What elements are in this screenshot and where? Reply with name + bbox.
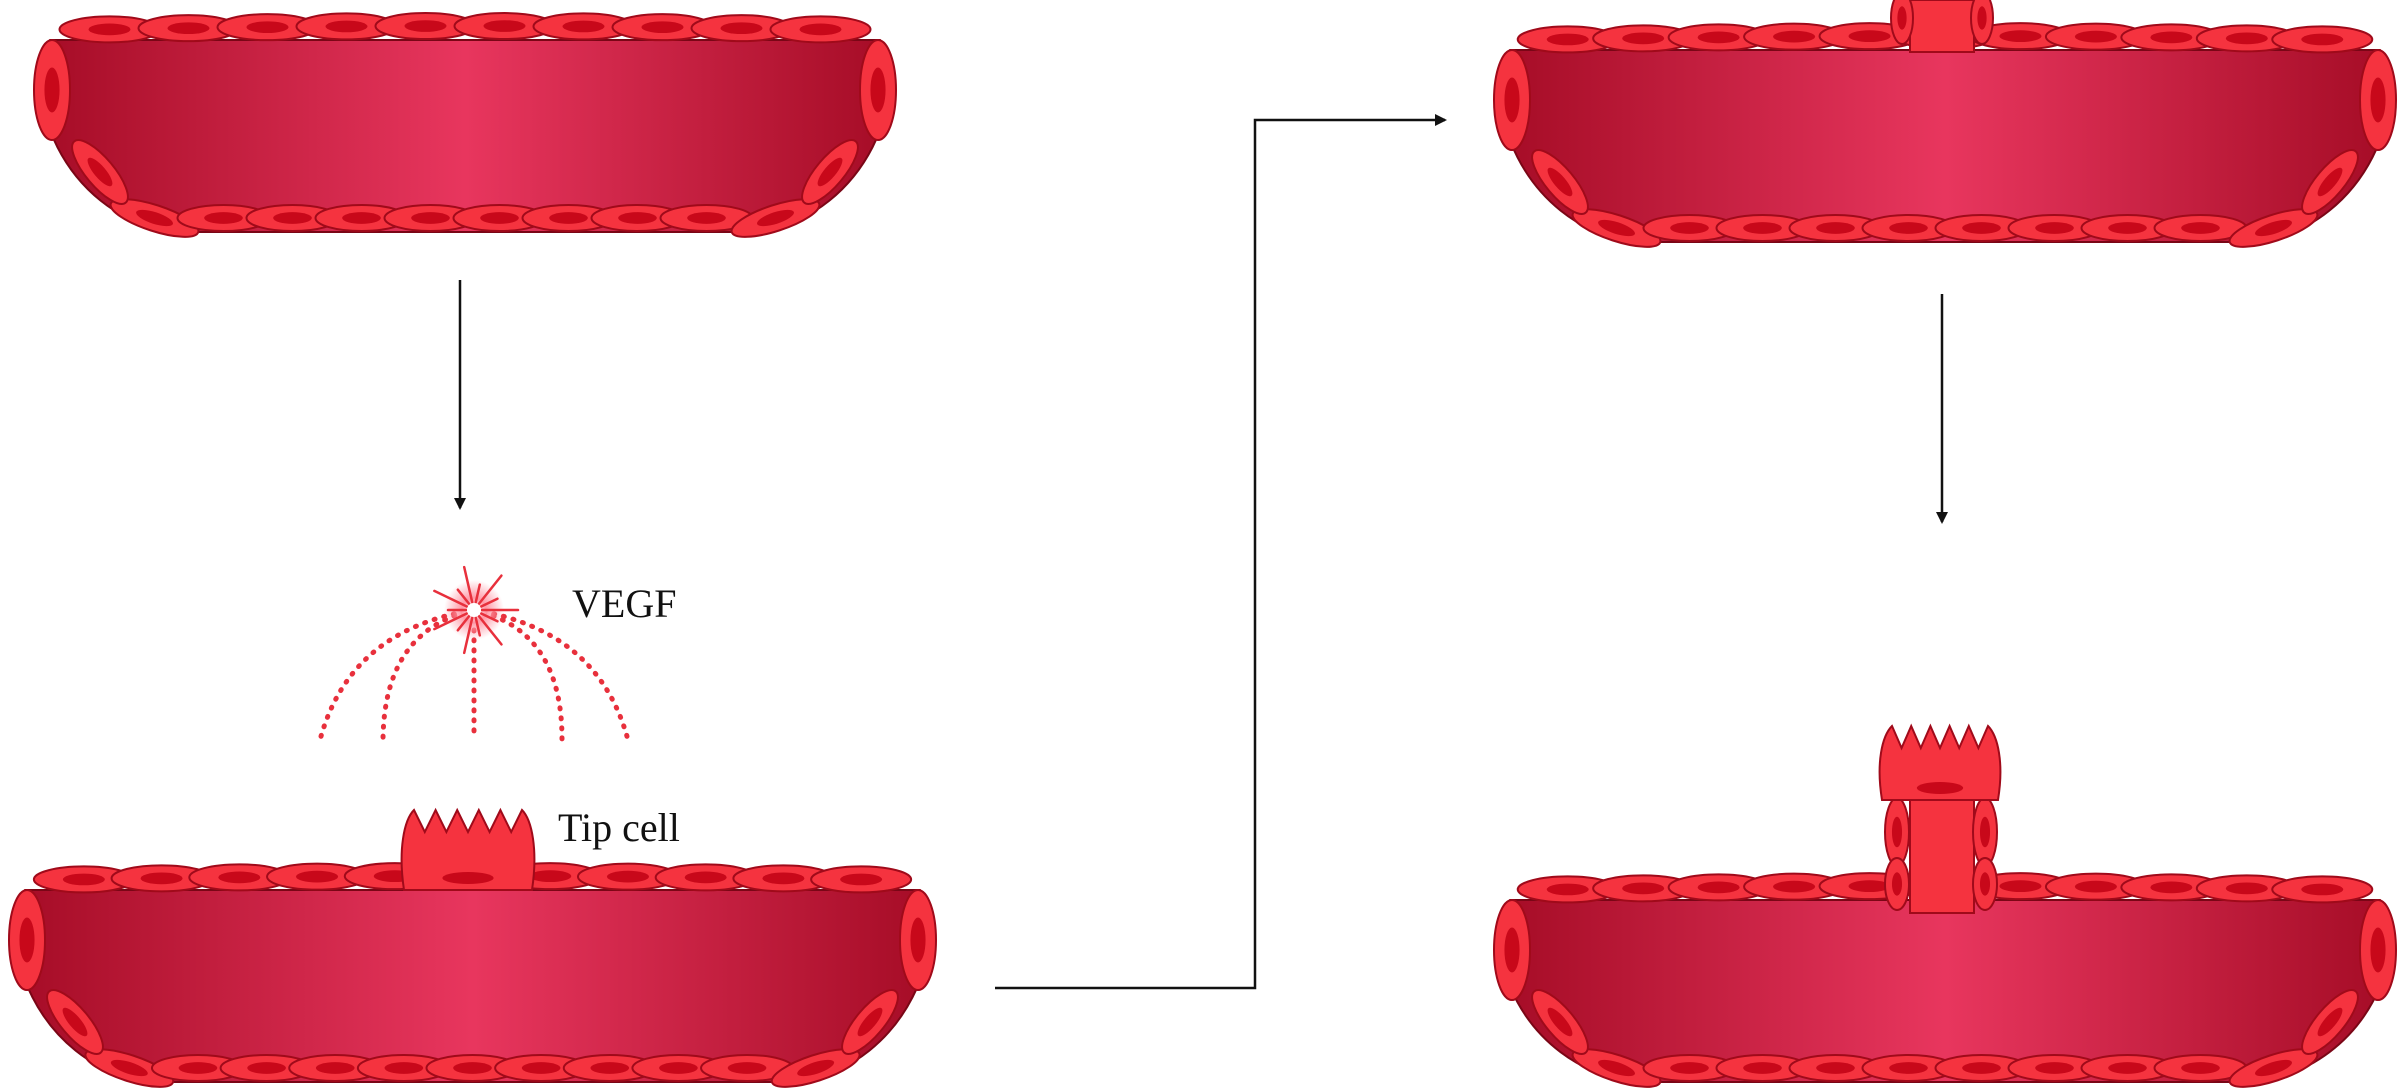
endothelial-cell — [811, 866, 911, 892]
endothelial-cell — [2272, 876, 2372, 902]
endothelial-cell — [9, 890, 45, 990]
endothelial-cell — [1885, 858, 1909, 910]
endothelial-cell — [771, 16, 871, 42]
endothelial-cell — [1971, 0, 1993, 44]
tip-cell-icon — [1880, 726, 2001, 800]
vessel-initial — [34, 13, 896, 245]
endothelial-cell — [2272, 26, 2372, 52]
vessel-with-tip-cell — [9, 810, 936, 1088]
endothelial-cell — [1494, 900, 1530, 1000]
endothelial-cell — [34, 40, 70, 140]
endothelial-cell — [1891, 0, 1913, 44]
endothelial-cell — [1494, 50, 1530, 150]
endothelial-cell — [2360, 50, 2396, 150]
arrow-connector — [995, 120, 1445, 988]
vessel-with-elongated-sprout — [1494, 726, 2396, 1088]
vegf-label: VEGF — [572, 580, 676, 627]
tip-cell-label: Tip cell — [558, 804, 680, 851]
endothelial-cell — [1973, 858, 1997, 910]
vessel-with-sprout-base — [1494, 0, 2396, 255]
vegf-gradient-line — [474, 610, 628, 740]
endothelial-cell — [2360, 900, 2396, 1000]
endothelial-cell — [900, 890, 936, 990]
endothelial-cell — [1885, 798, 1909, 866]
vegf-gradient-line — [320, 610, 474, 740]
arrows — [460, 120, 1942, 988]
tip-cell-icon — [402, 810, 535, 890]
endothelial-cell — [860, 40, 896, 140]
endothelial-cell — [1973, 798, 1997, 866]
